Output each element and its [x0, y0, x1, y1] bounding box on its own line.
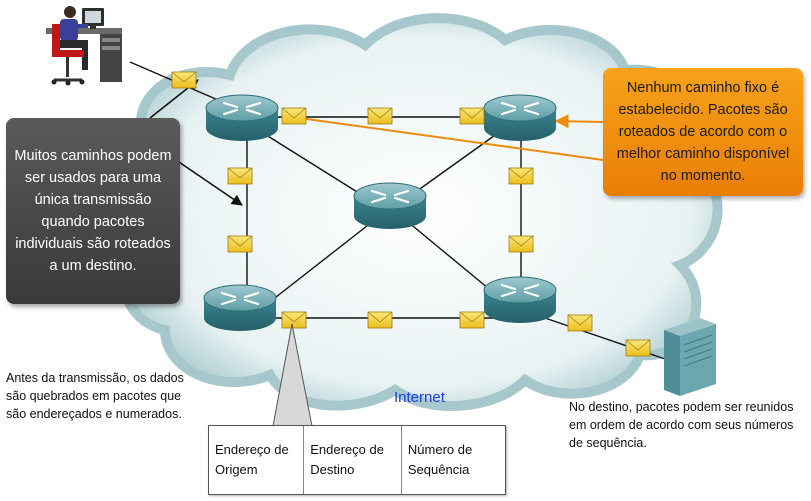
no-fixed-path-text: Nenhum caminho fixo é estabelecido. Paco… [616, 80, 790, 184]
router-center [353, 182, 427, 229]
packet-header-table: Endereço de Origem Endereço de Destino N… [208, 425, 506, 495]
router-bottom-right [483, 276, 557, 323]
envelope-icon [367, 107, 393, 125]
destination-address-field: Endereço de Destino [303, 426, 402, 494]
multiple-paths-text: Muitos caminhos podem ser usados para um… [14, 148, 172, 274]
envelope-icon [508, 167, 534, 185]
routers [203, 94, 557, 331]
at-destination-note: No destino, pacotes podem ser reunidos e… [569, 400, 794, 450]
envelope-icon [459, 107, 485, 125]
link-bl-c [261, 221, 373, 309]
user-workstation-icon [46, 6, 122, 86]
before-transmission-note: Antes da transmissão, os dados são quebr… [6, 371, 184, 421]
multiple-paths-callout: Muitos caminhos podem ser usados para um… [6, 118, 180, 304]
envelope-icon [459, 311, 485, 329]
envelope-icon [567, 314, 593, 332]
link-tr-c [409, 127, 506, 197]
right-callout-arrows [283, 110, 604, 161]
envelope-icon [367, 311, 393, 329]
envelope-icon [171, 71, 197, 89]
server-icon [664, 318, 716, 396]
link-br-c [407, 221, 501, 299]
no-fixed-path-callout: Nenhum caminho fixo é estabelecido. Paco… [603, 68, 803, 196]
link-tl-c [254, 127, 371, 201]
sequence-number-field: Número de Sequência [400, 426, 505, 494]
envelope-icon [508, 235, 534, 253]
internet-label: Internet [394, 389, 445, 406]
envelope-icon [625, 339, 651, 357]
router-bottom-left [203, 284, 277, 331]
router-top-right [483, 94, 557, 141]
envelope-icon [281, 311, 307, 329]
packets [171, 71, 651, 357]
router-top-left [205, 94, 279, 141]
source-address-field: Endereço de Origem [215, 442, 289, 477]
envelope-icon [281, 107, 307, 125]
envelope-icon [227, 235, 253, 253]
envelope-icon [227, 167, 253, 185]
